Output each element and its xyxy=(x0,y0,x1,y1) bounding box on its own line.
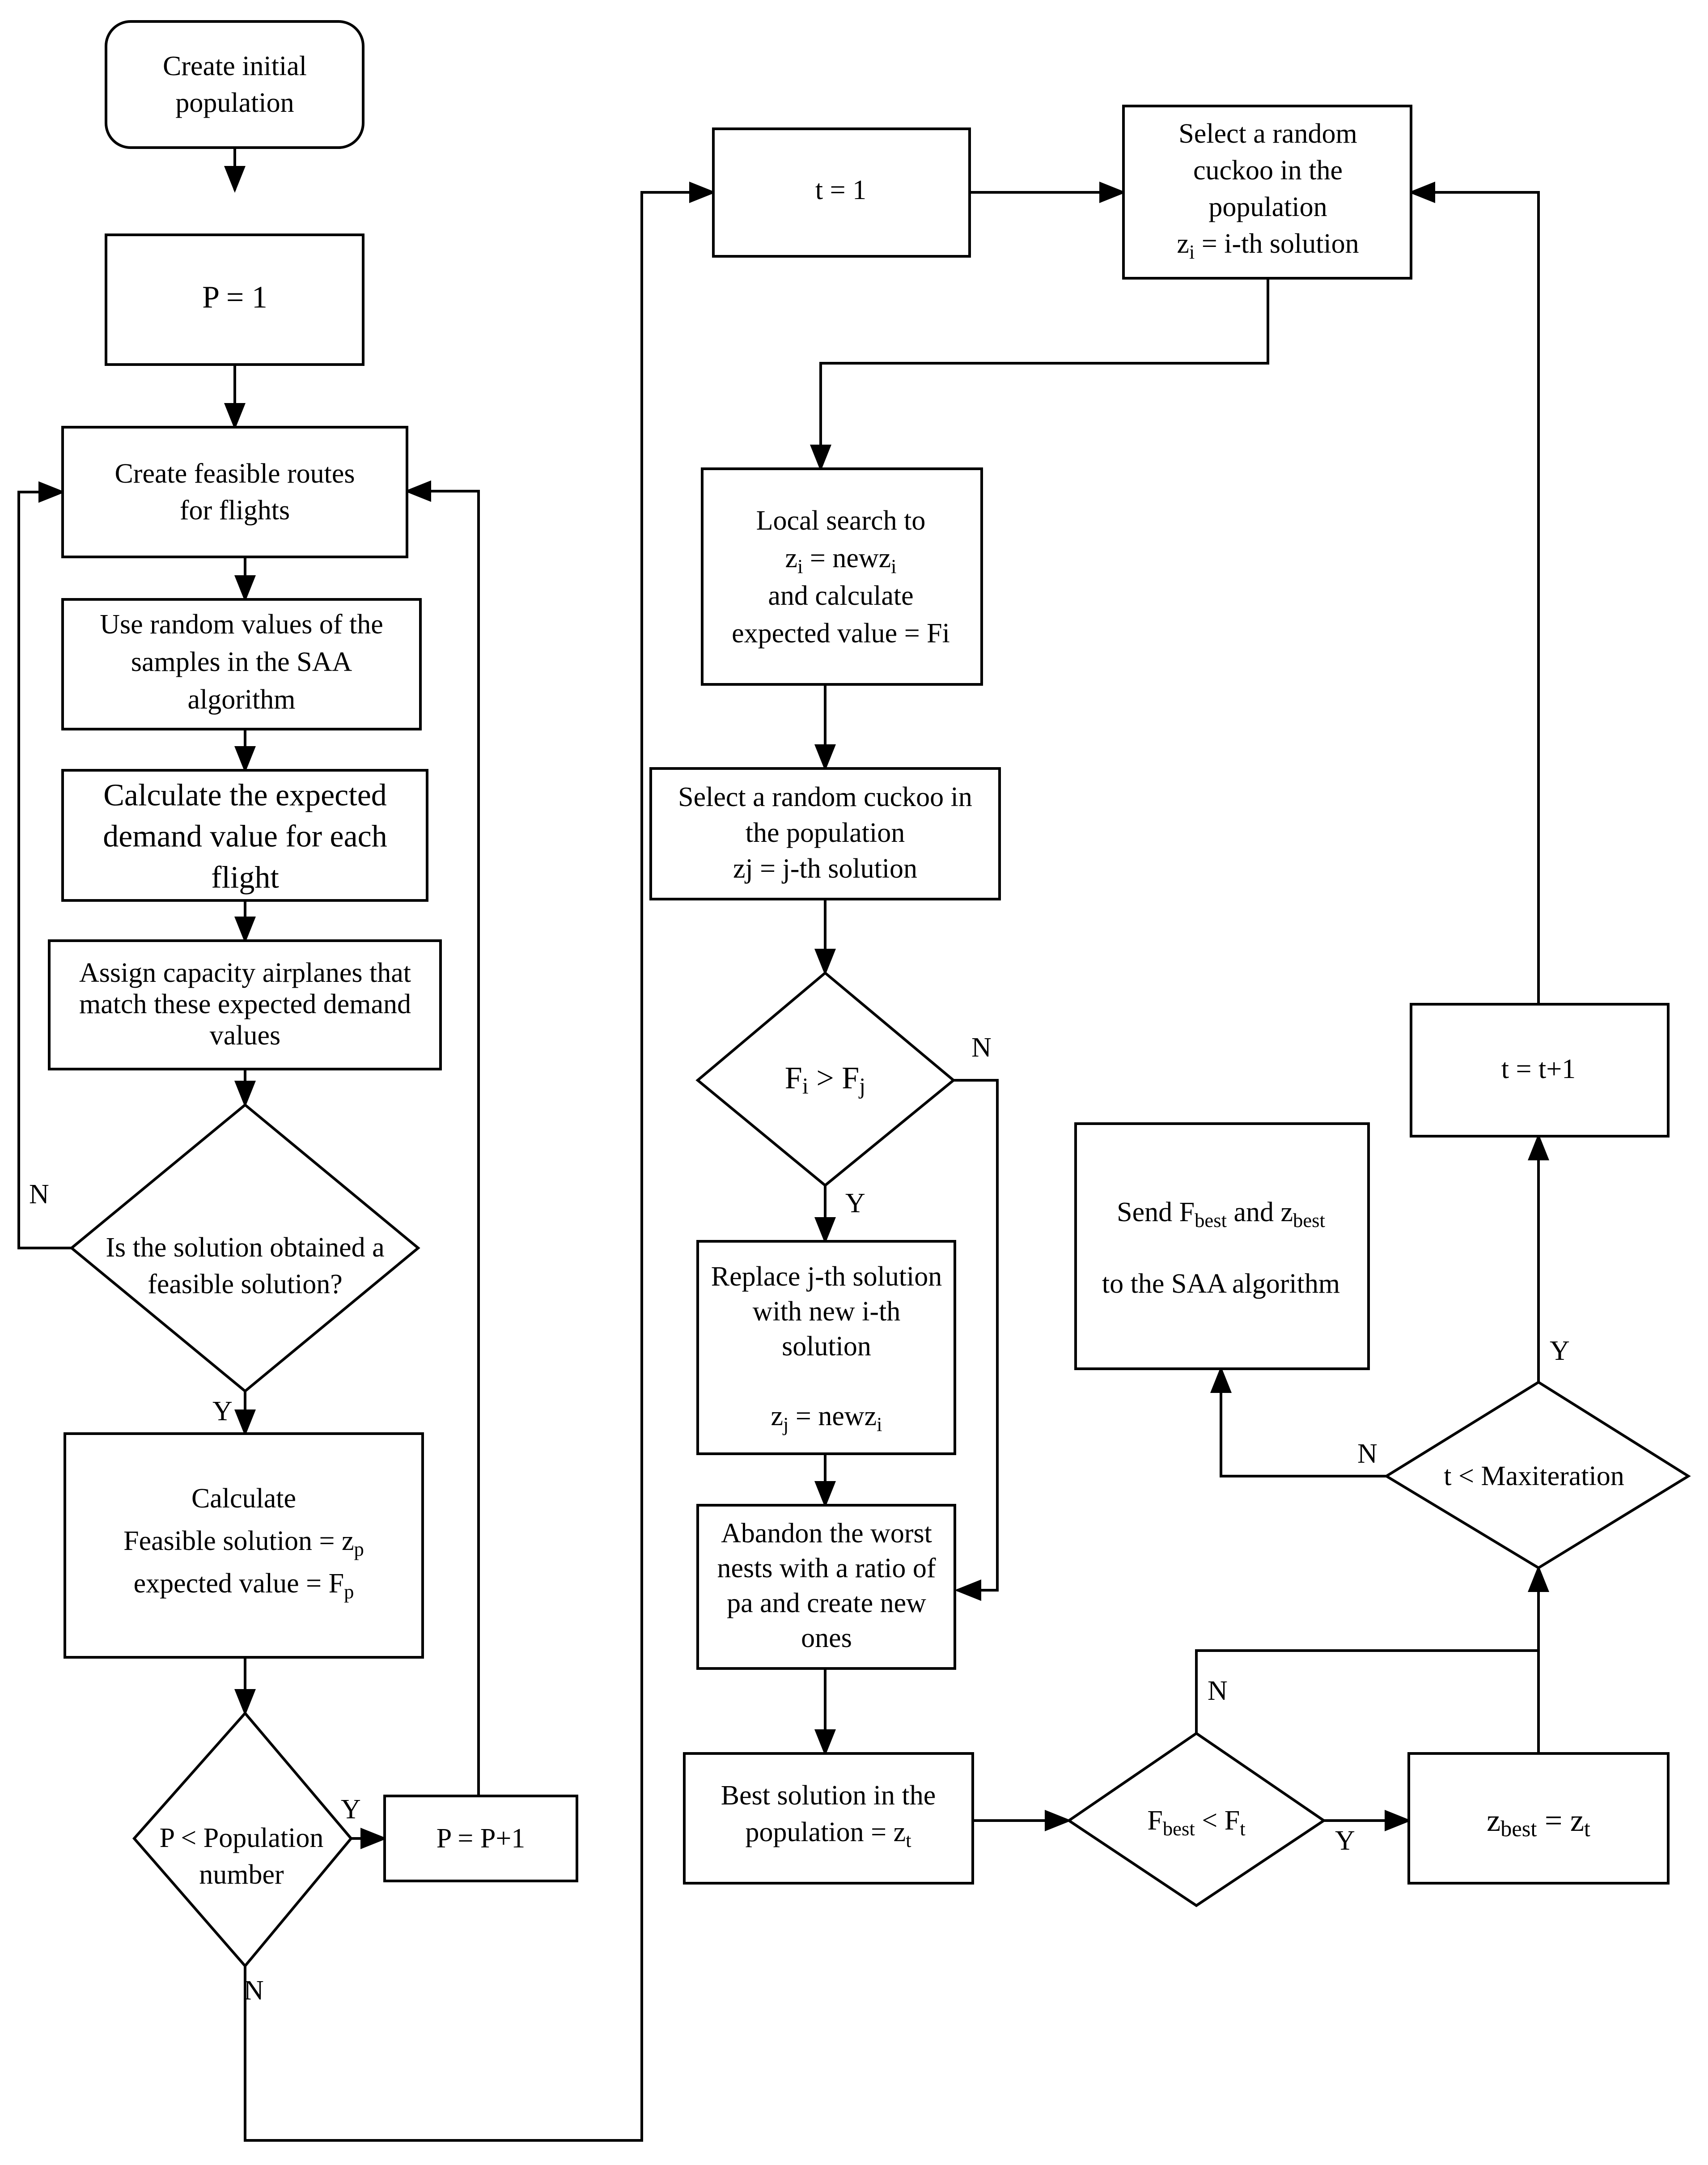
edge-feasibleq-no-loop xyxy=(17,481,72,1249)
node-text-calc-demand: flight xyxy=(211,861,279,895)
node-select-j xyxy=(649,767,1001,900)
edge-maxq-no xyxy=(1210,1366,1386,1477)
node-text-create-pop: population xyxy=(175,88,294,118)
node-abandon-nests xyxy=(696,1504,956,1670)
node-text-select-i: population xyxy=(1208,192,1327,222)
node-feasible-decision xyxy=(69,1103,420,1393)
label-fi-yes: Y xyxy=(845,1188,865,1218)
node-text-abandon: pa and create new xyxy=(727,1588,926,1618)
node-text-replace: Replace j-th solution xyxy=(711,1261,942,1292)
node-text-fi-fj: Fi > Fj xyxy=(785,1061,865,1099)
node-text-assign-cap: values xyxy=(210,1020,280,1051)
node-create-routes xyxy=(61,426,408,558)
node-local-search xyxy=(701,467,983,686)
label-population-yes: Y xyxy=(341,1794,361,1825)
edge-fbestq-no xyxy=(1195,1649,1538,1733)
node-text-replace: zj = newzi xyxy=(771,1401,882,1435)
node-text-local-search: and calculate xyxy=(768,581,913,611)
label-population-no: N xyxy=(244,1975,264,2006)
node-text-p-init: P = 1 xyxy=(202,280,267,315)
node-text-calc-demand: demand value for each xyxy=(103,819,387,854)
node-text-calc-feasible: Feasible solution = zp xyxy=(123,1526,364,1560)
node-create-population xyxy=(105,20,364,149)
node-text-pop-q: number xyxy=(199,1859,284,1890)
node-assign-capacity xyxy=(48,939,442,1070)
node-text-select-j: the population xyxy=(746,818,905,848)
node-text-assign-cap: Assign capacity airplanes that xyxy=(79,958,411,988)
node-text-best-pop: Best solution in the xyxy=(721,1780,936,1811)
label-max-yes: Y xyxy=(1550,1336,1570,1366)
node-text-max-q: t < Maxiteration xyxy=(1444,1461,1624,1491)
node-text-abandon: nests with a ratio of xyxy=(717,1553,936,1583)
connectors xyxy=(17,148,1549,2142)
edge-fifj-no xyxy=(954,1079,999,1601)
node-text-abandon: ones xyxy=(801,1623,852,1653)
edge-popq-no xyxy=(244,182,716,2142)
nodes xyxy=(48,20,1691,1968)
node-p-equals-1 xyxy=(105,233,364,366)
node-text-p-inc: P = P+1 xyxy=(437,1823,526,1854)
node-text-zbest: zbest = zt xyxy=(1487,1804,1590,1842)
label-fi-no: N xyxy=(971,1032,992,1063)
node-text-abandon: Abandon the worst xyxy=(721,1518,932,1549)
node-text-send: to the SAA algorithm xyxy=(1102,1269,1340,1299)
edge-labels: N Y Y N N Y N Y Y N xyxy=(29,1032,1570,2006)
node-text-replace: solution xyxy=(782,1331,871,1362)
node-text-random-vals: Use random values of the xyxy=(100,609,383,640)
node-text-calc-feasible: Calculate xyxy=(191,1483,296,1514)
edge-tinc-loop xyxy=(1408,182,1540,1004)
node-maxiteration-decision xyxy=(1384,1380,1691,1570)
node-t-increment xyxy=(1410,1003,1670,1138)
node-text-routes: Create feasible routes xyxy=(114,458,355,489)
node-text-t-init: t = 1 xyxy=(815,175,866,205)
node-population-decision xyxy=(132,1711,353,1968)
edge-pinc-loop xyxy=(404,480,480,1796)
label-feasible-no: N xyxy=(29,1179,49,1210)
node-best-solution xyxy=(683,1752,974,1885)
node-calc-demand xyxy=(61,769,428,902)
node-fi-fj-decision xyxy=(695,971,956,1187)
edge-select-to-local xyxy=(810,278,1269,471)
node-zbest-assign xyxy=(1407,1752,1670,1885)
node-text-calc-demand: Calculate the expected xyxy=(103,778,387,813)
node-text-send: Send Fbest and zbest xyxy=(1117,1197,1325,1231)
node-text-select-i: zi = i-th solution xyxy=(1177,229,1359,263)
node-random-values xyxy=(61,598,422,730)
node-text-routes: for flights xyxy=(180,495,290,526)
node-texts: Create initial population P = 1 Create feas… xyxy=(79,51,1624,1890)
node-send-results xyxy=(1074,1122,1370,1370)
label-fbest-yes: Y xyxy=(1335,1825,1355,1856)
node-text-assign-cap: match these expected demand xyxy=(79,989,411,1019)
label-feasible-yes: Y xyxy=(212,1396,233,1426)
node-text-local-search: Local search to xyxy=(756,505,926,536)
node-text-calc-feasible: expected value = Fp xyxy=(134,1568,354,1603)
node-text-select-i: Select a random xyxy=(1178,119,1357,149)
node-text-local-search: zi = newzi xyxy=(785,543,896,577)
node-fbest-decision xyxy=(1066,1732,1327,1907)
label-max-no: N xyxy=(1357,1439,1377,1469)
node-text-feasible-q: Is the solution obtained a xyxy=(106,1232,384,1263)
node-text-best-pop: population = zt xyxy=(745,1817,911,1851)
node-t-equals-1 xyxy=(712,127,971,258)
node-calc-feasible xyxy=(64,1432,424,1659)
node-text-fbest-q: Fbest < Ft xyxy=(1147,1805,1246,1840)
node-text-select-i: cuckoo in the xyxy=(1193,155,1343,186)
node-text-select-j: Select a random cuckoo in xyxy=(678,782,972,812)
label-fbest-no: N xyxy=(1208,1676,1228,1706)
node-text-pop-q: P < Population xyxy=(160,1823,324,1853)
node-text-feasible-q: feasible solution? xyxy=(148,1269,343,1299)
node-text-create-pop: Create initial xyxy=(163,51,307,81)
node-text-random-vals: samples in the SAA xyxy=(131,647,352,677)
node-text-replace: with new i-th xyxy=(753,1296,901,1327)
node-replace-solution xyxy=(696,1240,956,1455)
node-text-random-vals: algorithm xyxy=(187,684,295,715)
node-text-local-search: expected value = Fi xyxy=(732,618,950,649)
node-text-t-inc: t = t+1 xyxy=(1501,1054,1576,1084)
node-select-i xyxy=(1122,105,1412,280)
node-p-increment xyxy=(383,1795,578,1882)
node-text-select-j: zj = j-th solution xyxy=(733,853,917,884)
